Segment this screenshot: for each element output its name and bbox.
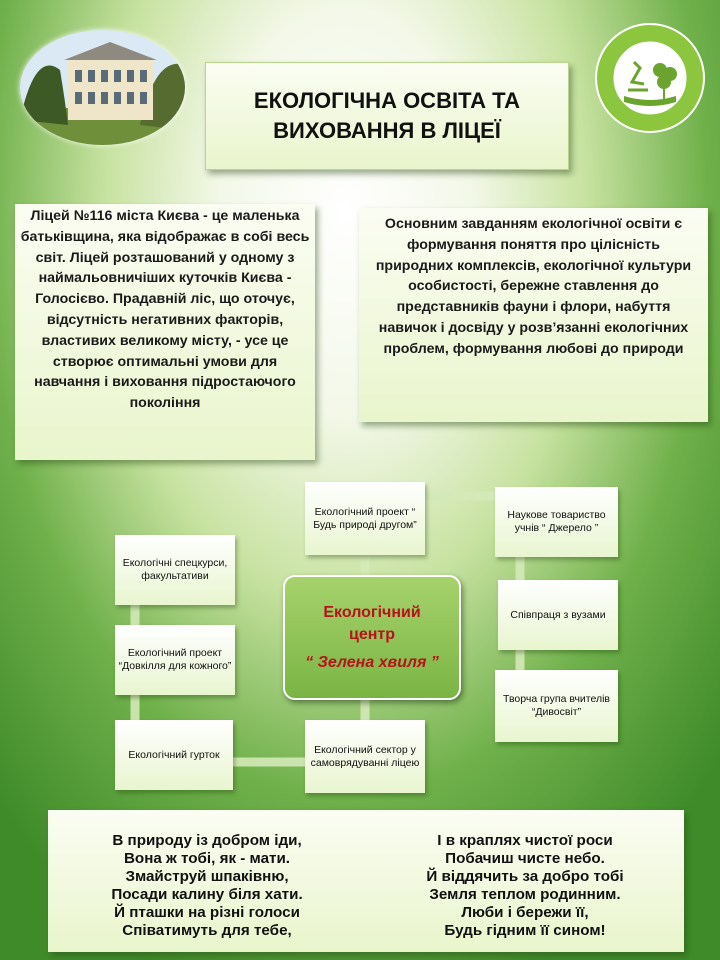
- poem-line: В природу із добром іди,: [112, 832, 302, 849]
- poem-line: Земля теплом родинним.: [429, 886, 621, 903]
- poem-panel: В природу із добром іди, Вона ж тобі, як…: [48, 810, 684, 952]
- poem-line: Вона ж тобі, як - мати.: [123, 850, 291, 867]
- intro-left-panel: Ліцей №116 міста Києва - це маленька бат…: [15, 204, 315, 460]
- title-line-2: ВИХОВАННЯ В ЛІЦЕЇ: [273, 118, 501, 143]
- poem-line: І в краплях чистої роси: [437, 832, 613, 849]
- poem-line: Будь гідним її сином!: [444, 922, 606, 939]
- node-sector: Екологічний сектор у самоврядуванні ліце…: [305, 720, 425, 793]
- poem-line: Побачиш чисте небо.: [445, 850, 605, 867]
- intro-right-panel: Основним завданням екологічної освіти є …: [359, 208, 708, 422]
- poem-left-column: В природу із добром іди, Вона ж тобі, як…: [62, 832, 352, 952]
- poem-line: Й пташки на різні голоси: [114, 904, 300, 921]
- node-project-friend: Екологічний проект “ Будь природі другом…: [305, 482, 425, 555]
- lyceum-photo: [20, 30, 185, 145]
- page-title: ЕКОЛОГІЧНА ОСВІТА ТА ВИХОВАННЯ В ЛІЦЕЇ: [205, 62, 569, 170]
- node-circle-label: Екологічний гурток: [128, 748, 220, 761]
- center-line-1: Екологічний: [323, 603, 421, 621]
- center-line-3: “ Зелена хвиля ”: [305, 653, 439, 671]
- poem-line: Посади калину біля хати.: [111, 886, 303, 903]
- lyceum-logo: [594, 22, 706, 134]
- center-line-2: центр: [348, 625, 395, 643]
- poem-right-column: І в краплях чистої роси Побачиш чисте не…: [380, 832, 670, 952]
- node-sector-label: Екологічний сектор у самоврядуванні ліце…: [310, 743, 420, 769]
- poem-line: Люби і бережи її,: [461, 904, 589, 921]
- poem-line: Й віддячить за добро тобі: [426, 868, 624, 885]
- node-circle: Екологічний гурток: [115, 720, 233, 790]
- node-society: Наукове товариство учнів “ Джерело ”: [495, 487, 618, 557]
- node-teachers-label: Творча група вчителів “Дивосвіт”: [503, 693, 610, 718]
- intro-left-text: Ліцей №116 міста Києва - це маленька бат…: [20, 208, 310, 412]
- node-courses-label: Екологічні спецкурси, факультативи: [122, 557, 228, 582]
- node-universities-label: Співпраця з вузами: [510, 608, 606, 621]
- intro-right-text: Основним завданням екологічної освіти є …: [375, 216, 692, 357]
- node-courses: Екологічні спецкурси, факультативи: [115, 535, 235, 605]
- node-project-env-label: Екологічний проект “Довкілля для кожного…: [118, 647, 232, 672]
- node-project-friend-label: Екологічний проект “ Будь природі другом…: [313, 505, 417, 531]
- poem-line: Змайструй шпаківню,: [125, 868, 289, 885]
- node-universities: Співпраця з вузами: [498, 580, 618, 650]
- node-society-label: Наукове товариство учнів “ Джерело ”: [507, 509, 606, 534]
- title-line-1: ЕКОЛОГІЧНА ОСВІТА ТА: [253, 88, 521, 113]
- eco-center-node: Екологічний центр “ Зелена хвиля ”: [283, 575, 461, 700]
- poem-line: Співатимуть для тебе,: [122, 922, 292, 939]
- node-teachers: Творча група вчителів “Дивосвіт”: [495, 670, 618, 742]
- node-project-env: Екологічний проект “Довкілля для кожного…: [115, 625, 235, 695]
